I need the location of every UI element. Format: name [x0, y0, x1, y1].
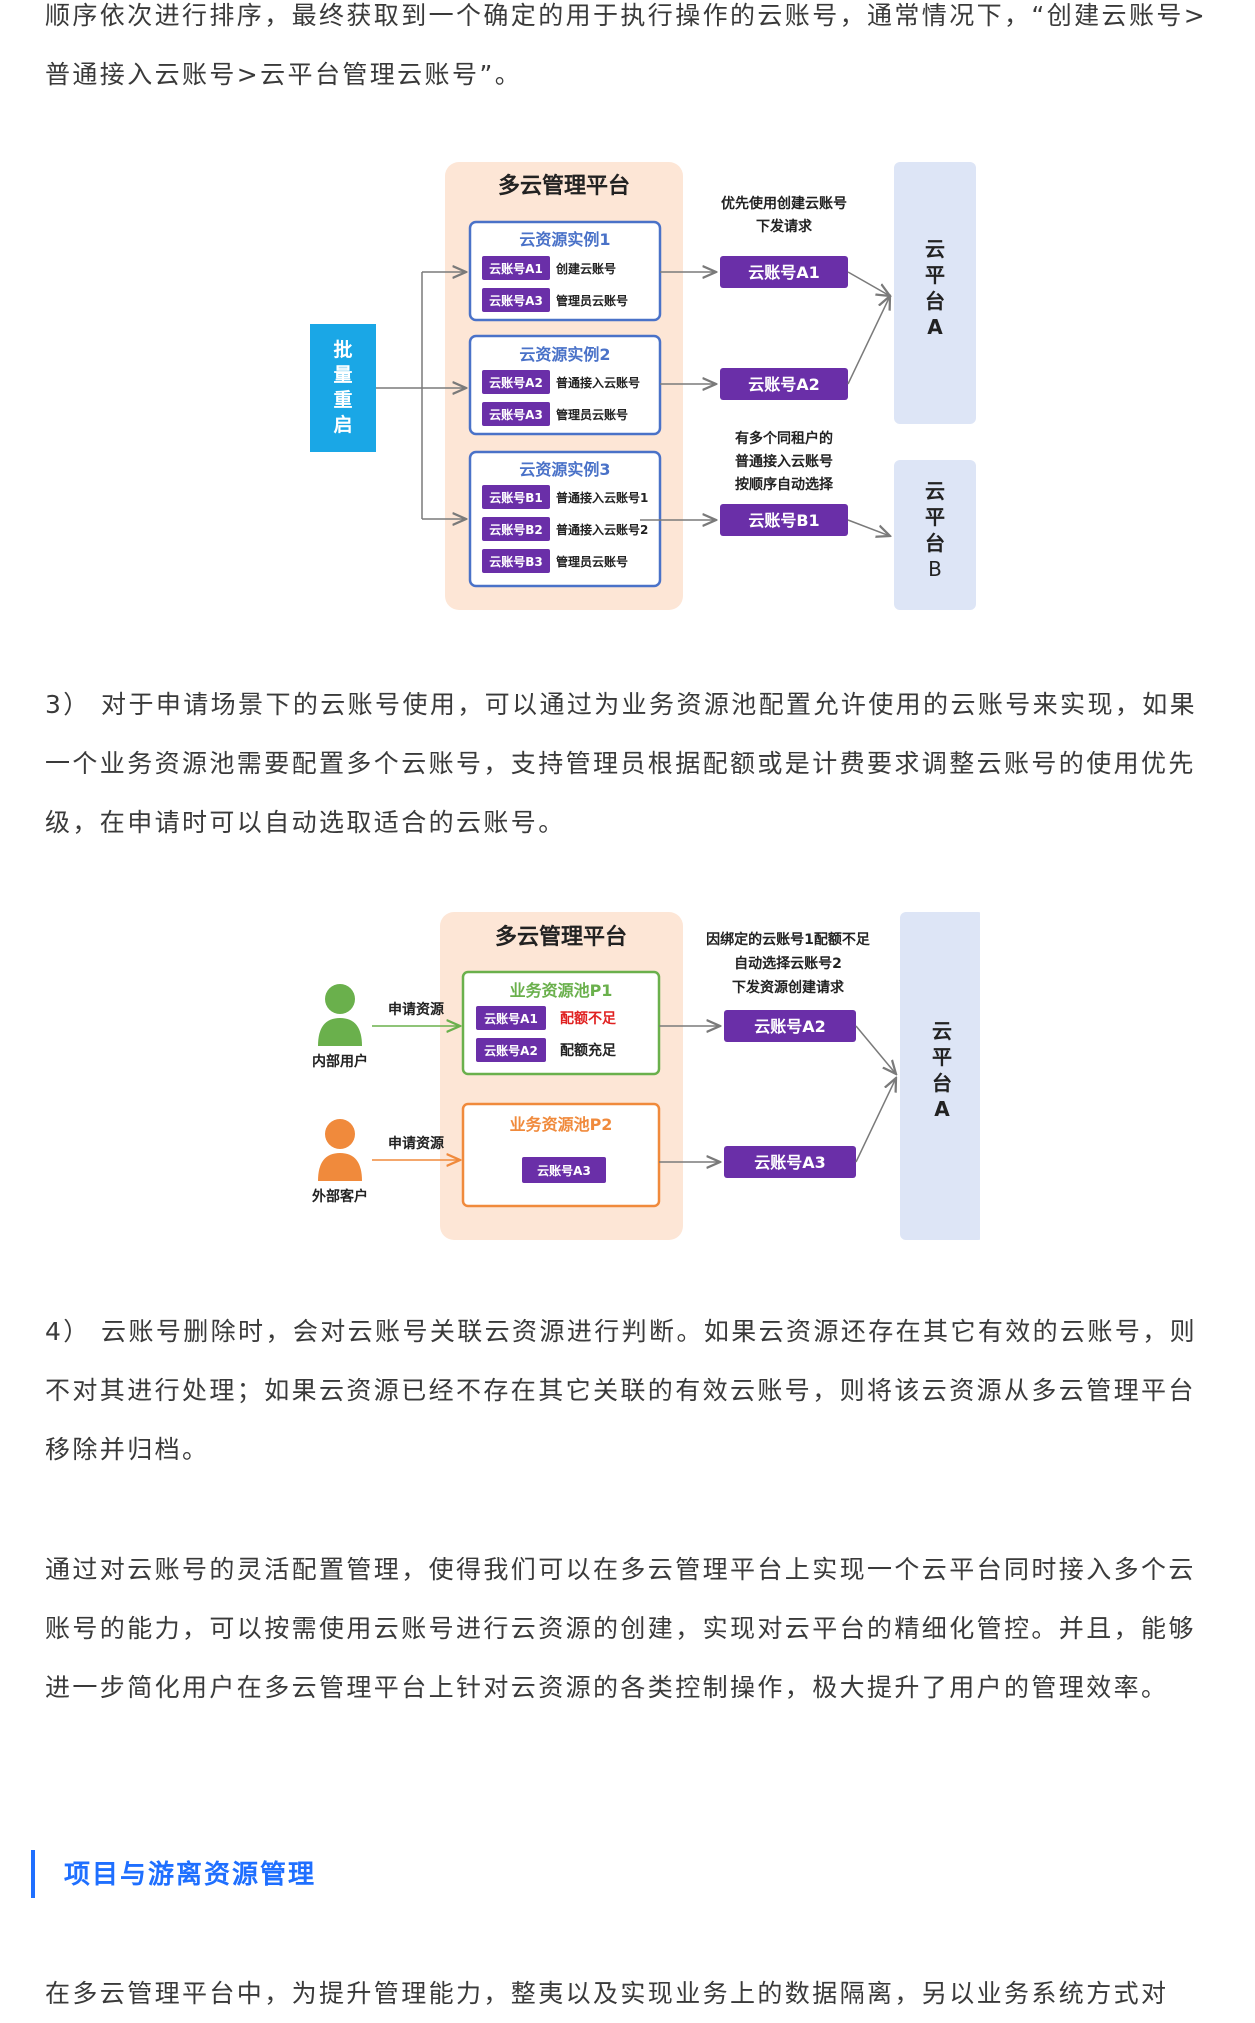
diagram-resource-pool: 多云管理平台 内部用户 申请资源 外部客户 申请资源 业务资源池P1 云账号A1…: [300, 910, 980, 1250]
pool-1-tag-1: 云账号A1: [484, 1011, 538, 1026]
note-bottom-line-3: 按顺序自动选择: [735, 476, 834, 493]
paragraph-3: 3） 对于申请场景下的云账号使用，可以通过为业务资源池配置允许使用的云账号来实现…: [45, 690, 1198, 837]
internal-user-label: 内部用户: [312, 1053, 368, 1070]
section-heading: 项目与游离资源管理: [64, 1860, 317, 1890]
internal-user-action: 申请资源: [388, 1001, 444, 1018]
instance-2-title: 云资源实例2: [519, 345, 610, 364]
selected-account-b1-label: 云账号B1: [748, 511, 819, 530]
svg-text:A: A: [934, 1097, 950, 1121]
pool-1-desc-2: 配额充足: [560, 1042, 617, 1059]
selected-account-a1-label: 云账号A1: [748, 263, 820, 282]
selected-account-b1: [720, 504, 848, 536]
platform-title: 多云管理平台: [498, 173, 630, 199]
svg-text:云: 云: [932, 1019, 952, 1043]
note-line-3: 下发资源创建请求: [732, 979, 845, 996]
svg-text:台: 台: [925, 289, 945, 313]
cloud-platform-b: [894, 460, 976, 610]
pool-2-title: 业务资源池P2: [510, 1115, 613, 1134]
instance-3-desc-3: 管理员云账号: [556, 554, 628, 569]
batch-restart-char-4: 启: [333, 413, 352, 436]
note-line-2: 自动选择云账号2: [734, 955, 842, 972]
external-user-action: 申请资源: [388, 1135, 444, 1152]
instance-1-title: 云资源实例1: [519, 230, 610, 249]
note-bottom-line-1: 有多个同租户的: [735, 430, 833, 447]
note-top-line-2: 下发请求: [756, 218, 813, 235]
svg-text:平: 平: [925, 263, 945, 287]
selected-account-a2: [720, 368, 848, 400]
paragraph-5: 通过对云账号的灵活配置管理，使得我们可以在多云管理平台上实现一个云平台同时接入多…: [45, 1555, 1196, 1702]
svg-text:平: 平: [925, 505, 945, 529]
svg-text:A: A: [927, 315, 943, 339]
batch-restart-box: [310, 324, 376, 452]
instance-2-tag-2: 云账号A3: [489, 407, 543, 422]
user-icon-orange: [318, 1119, 362, 1181]
diagram-batch-restart: 多云管理平台 批 量 重 启 云资源实例1 云账号A1 创建云账号 云账号A3 …: [300, 160, 980, 620]
svg-text:平: 平: [932, 1045, 952, 1069]
instance-3-title: 云资源实例3: [519, 460, 610, 479]
batch-restart-char-3: 重: [333, 389, 352, 411]
svg-text:台: 台: [925, 531, 945, 555]
external-user-label: 外部客户: [312, 1188, 368, 1205]
instance-1-tag-2: 云账号A3: [489, 293, 543, 308]
cloud-platform-a-2: [900, 912, 980, 1240]
batch-restart-char-1: 批: [333, 339, 352, 361]
selected-account-a2-pool: [724, 1010, 856, 1042]
instance-2-desc-2: 管理员云账号: [556, 407, 628, 422]
pool-1-title: 业务资源池P1: [510, 981, 613, 1000]
note-line-1: 因绑定的云账号1配额不足: [706, 931, 871, 948]
note-bottom-line-2: 普通接入云账号: [735, 453, 833, 470]
instance-1-tag-1: 云账号A1: [489, 261, 543, 276]
platform-title-2: 多云管理平台: [495, 924, 627, 950]
paragraph-4: 4） 云账号删除时，会对云账号关联云资源进行判断。如果云资源还存在其它有效的云账…: [45, 1317, 1198, 1464]
selected-account-a3-pool: [724, 1146, 856, 1178]
paragraph-6-partial: 在多云管理平台中，为提升管理能力，整夷以及实现业务上的数据隔离，另以业务系统方式…: [45, 1979, 1169, 2008]
instance-2-desc-1: 普通接入云账号: [556, 375, 640, 390]
pool-2-box: [461, 1102, 661, 1208]
paragraph-intro: 顺序依次进行排序，最终获取到一个确定的用于执行操作的云账号，通常情况下，“创建云…: [45, 1, 1208, 89]
instance-3-tag-1: 云账号B1: [489, 490, 543, 505]
instance-3-tag-2: 云账号B2: [489, 522, 543, 537]
cloud-platform-a: [894, 162, 976, 424]
heading-accent-bar: [31, 1850, 35, 1898]
instance-1-desc-2: 管理员云账号: [556, 293, 628, 308]
user-icon-green: [318, 984, 362, 1046]
pool-1-tag-2: 云账号A2: [484, 1043, 538, 1058]
selected-account-a1: [720, 256, 848, 288]
svg-text:台: 台: [932, 1071, 952, 1095]
svg-text:B: B: [928, 557, 942, 581]
note-top-line-1: 优先使用创建云账号: [721, 195, 847, 212]
pool-1-desc-1: 配额不足: [560, 1010, 617, 1027]
selected-account-a2-label: 云账号A2: [748, 375, 820, 394]
pool-2-tag-1: 云账号A3: [537, 1163, 591, 1178]
batch-restart-char-2: 量: [333, 364, 352, 386]
svg-text:云: 云: [925, 237, 945, 261]
instance-3-tag-3: 云账号B3: [489, 554, 543, 569]
instance-3-desc-2: 普通接入云账号2: [556, 522, 648, 537]
instance-2-tag-1: 云账号A2: [489, 375, 543, 390]
selected-account-a2-pool-label: 云账号A2: [754, 1017, 826, 1036]
instance-1-desc-1: 创建云账号: [555, 261, 616, 276]
svg-text:云: 云: [925, 479, 945, 503]
selected-account-a3-pool-label: 云账号A3: [754, 1153, 826, 1172]
instance-3-desc-1: 普通接入云账号1: [556, 490, 648, 505]
